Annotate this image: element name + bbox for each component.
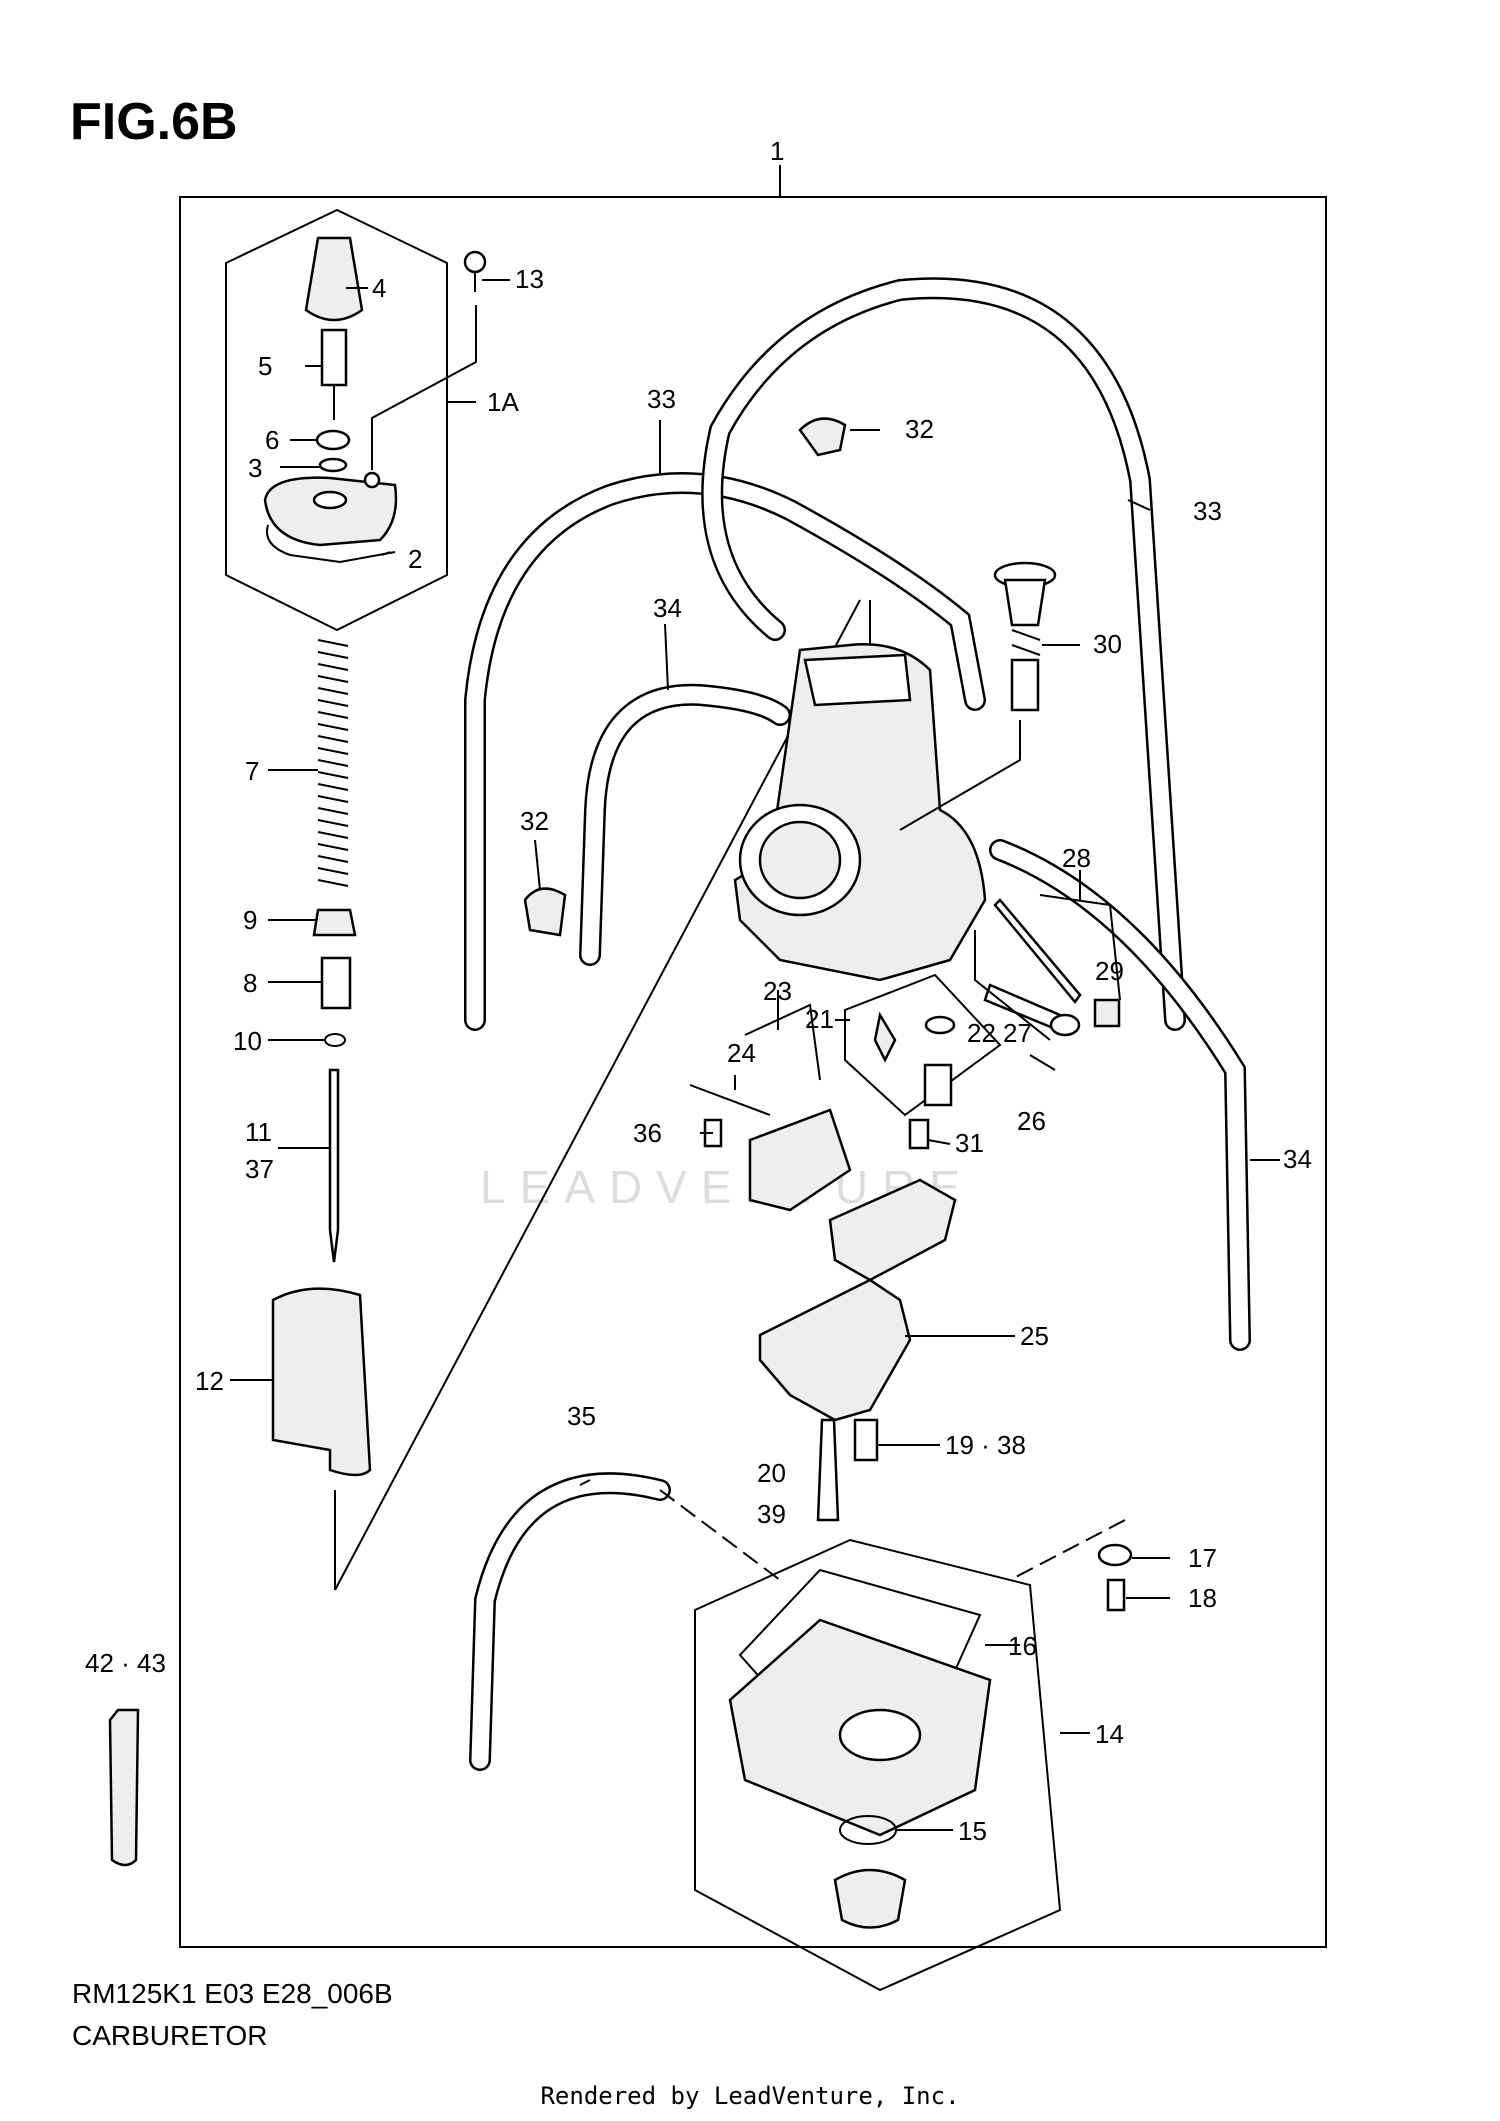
model-code: RM125K1 E03 E28_006B — [72, 1978, 393, 2009]
callout-23: 23 — [763, 976, 792, 1006]
part-drain-plug — [833, 1868, 907, 1929]
subassembly-1a-outline — [225, 208, 448, 632]
part-float-a — [748, 1108, 852, 1212]
part-42-strap — [108, 1708, 140, 1867]
part-3-washer — [318, 457, 348, 473]
part-6-nut — [315, 429, 351, 451]
callout-6: 6 — [265, 425, 279, 455]
callout-19-38: 19 · 38 — [945, 1430, 1026, 1460]
render-credit: Rendered by LeadVenture, Inc. — [540, 2082, 960, 2110]
assembly-frame — [179, 196, 1327, 1948]
callout-12: 12 — [195, 1366, 224, 1396]
figure-title: FIG.6B — [70, 93, 238, 151]
callout-1a: 1A — [487, 387, 519, 417]
callout-24: 24 — [727, 1038, 756, 1068]
callout-36: 36 — [633, 1118, 662, 1148]
callout-28: 28 — [1062, 843, 1091, 873]
part-19-main-jet — [853, 1418, 879, 1462]
part-29-nut — [1093, 998, 1121, 1028]
part-17-clip — [1097, 1543, 1133, 1567]
part-30-plunger — [993, 561, 1057, 712]
part-10-clip — [324, 1033, 346, 1047]
callout-13: 13 — [515, 264, 544, 294]
callout-7: 7 — [245, 756, 259, 786]
callout-42-43: 42 · 43 — [85, 1648, 166, 1678]
callout-18: 18 — [1188, 1583, 1217, 1613]
callout-33-left: 33 — [647, 384, 676, 414]
part-25-float-bracket — [758, 1278, 912, 1422]
callout-4: 4 — [372, 273, 386, 303]
part-31-screw — [908, 1118, 930, 1150]
callout-21: 21 — [805, 1004, 834, 1034]
callout-2: 2 — [408, 544, 422, 574]
part-2-top-plate — [263, 476, 398, 547]
part-11-needle — [328, 1068, 340, 1263]
part-12-throttle-valve — [271, 1287, 372, 1477]
callout-1: 1 — [770, 136, 784, 166]
callout-17: 17 — [1188, 1543, 1217, 1573]
callout-39: 39 — [757, 1499, 786, 1529]
callout-16: 16 — [1008, 1631, 1037, 1661]
part-32-clamp-top — [798, 417, 847, 457]
leader-lines — [230, 279, 1280, 1831]
part-28-air-screw — [993, 898, 1082, 1005]
callout-8: 8 — [243, 968, 257, 998]
callout-30: 30 — [1093, 629, 1122, 659]
callout-31: 31 — [955, 1128, 984, 1158]
callout-10: 10 — [233, 1026, 262, 1056]
callout-11: 11 — [245, 1117, 272, 1147]
callout-29: 29 — [1095, 956, 1124, 986]
part-35-hose — [469, 1472, 671, 1771]
part-14-float-chamber-outline — [694, 1538, 1062, 1992]
callout-34-right: 34 — [1283, 1144, 1312, 1174]
part-9-seat — [312, 908, 357, 937]
part-18-screw — [1106, 1578, 1126, 1612]
part-32-clamp-left — [523, 887, 567, 937]
callout-20: 20 — [757, 1458, 786, 1488]
callout-37: 37 — [245, 1154, 274, 1184]
part-1-carburetor-body — [733, 600, 987, 982]
callout-15: 15 — [958, 1816, 987, 1846]
callout-14: 14 — [1095, 1719, 1124, 1749]
part-8-holder — [320, 956, 352, 1010]
callout-27: 27 — [1003, 1018, 1032, 1048]
callout-33-right: 33 — [1193, 496, 1222, 526]
callout-25: 25 — [1020, 1321, 1049, 1351]
callout-26: 26 — [1017, 1106, 1046, 1136]
callout-labels: 1 4 13 5 1A 6 3 2 7 9 8 10 11 37 12 33 3… — [85, 136, 1312, 1846]
callout-34-top: 34 — [653, 593, 682, 623]
callout-22: 22 — [967, 1018, 996, 1048]
callout-3: 3 — [248, 453, 262, 483]
part-13-screw — [463, 250, 487, 274]
part-5-adjuster — [320, 328, 348, 387]
part-20-needle-jet — [816, 1418, 840, 1522]
part-float-b — [828, 1178, 957, 1282]
part-24-pin — [689, 1084, 771, 1116]
part-4-cap — [304, 236, 364, 322]
diagram-name: CARBURETOR — [72, 2020, 268, 2051]
callout-5: 5 — [258, 351, 272, 381]
callout-9: 9 — [243, 905, 257, 935]
part-7-spring — [317, 639, 349, 887]
callout-32-top: 32 — [905, 414, 934, 444]
callout-32-left: 32 — [520, 806, 549, 836]
callout-35: 35 — [567, 1401, 596, 1431]
part-21-float-needle-group — [844, 973, 1002, 1117]
